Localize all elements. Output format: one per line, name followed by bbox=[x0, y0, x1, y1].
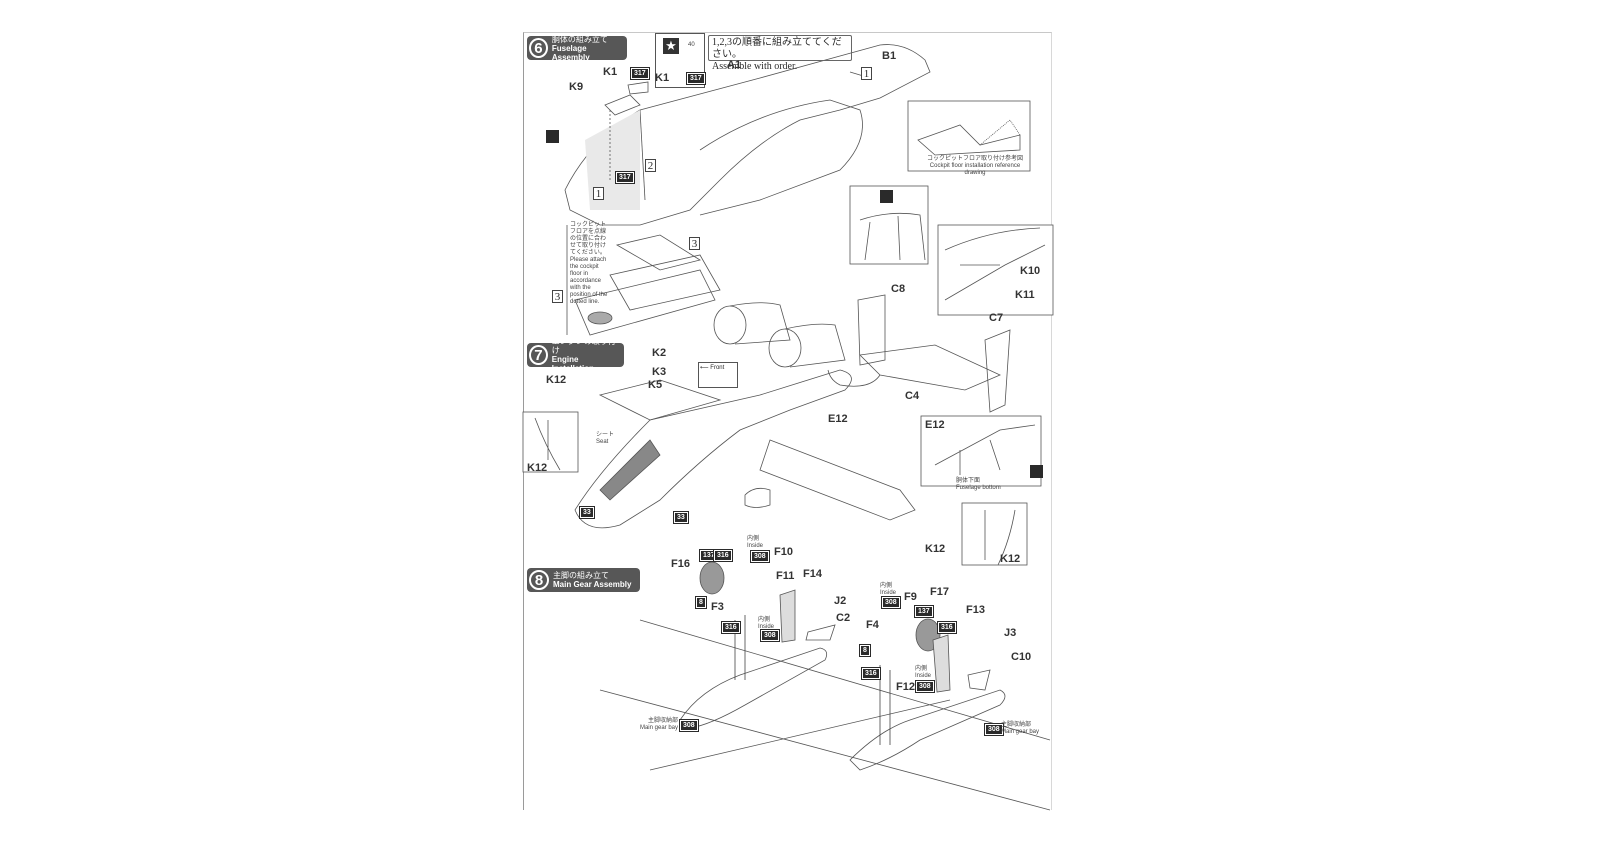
tail-drawing bbox=[827, 294, 1011, 413]
part-label-f9: F9 bbox=[904, 591, 917, 603]
color-code-316: 316 bbox=[713, 549, 733, 562]
color-code-308: 308 bbox=[984, 723, 1004, 736]
part-label-k1-inset: K1 bbox=[655, 72, 670, 84]
part-label-k3: K3 bbox=[652, 366, 667, 378]
part-label-c8: C8 bbox=[891, 283, 906, 295]
star-insignia-icon: ★ bbox=[663, 38, 679, 54]
part-label-k10: K10 bbox=[1020, 265, 1041, 277]
part-label-f14: F14 bbox=[803, 568, 822, 580]
part-label-k9: K9 bbox=[569, 81, 584, 93]
color-code-308: 308 bbox=[881, 596, 901, 609]
part-label-f3: F3 bbox=[711, 601, 724, 613]
color-code-8: 8 bbox=[695, 596, 707, 609]
color-code-317: 317 bbox=[686, 72, 706, 85]
part-label-f13: F13 bbox=[966, 604, 985, 616]
part-label-k5: K5 bbox=[648, 379, 663, 391]
paint-mask-icon bbox=[546, 130, 559, 143]
part-label-k12-c: K12 bbox=[925, 543, 946, 555]
color-code-316: 316 bbox=[861, 667, 881, 680]
engine-nacelles-drawing bbox=[713, 302, 846, 368]
color-code-316: 316 bbox=[937, 621, 957, 634]
color-code-317: 317 bbox=[615, 171, 635, 184]
part-label-f16: F16 bbox=[671, 558, 690, 570]
order-note-jp: 1,2,3の順番に組み立ててください。 bbox=[712, 37, 842, 60]
part-label-k12-d: K12 bbox=[1000, 553, 1021, 565]
sequence-mark-2: 2 bbox=[645, 159, 656, 172]
step-7-title-jp: エンジンの取り付け bbox=[551, 337, 616, 355]
decal-number: 40 bbox=[688, 42, 695, 48]
step-8-number: 8 bbox=[529, 570, 549, 590]
step-7-number: 7 bbox=[529, 345, 548, 365]
color-code-308: 308 bbox=[750, 550, 770, 563]
decal-stripe-icon bbox=[1030, 465, 1043, 478]
fuselage-drawing bbox=[564, 44, 931, 226]
step-6-title-jp: 胴体の組み立て bbox=[551, 34, 608, 44]
step-8-title-en: Main Gear Assembly bbox=[553, 580, 632, 589]
color-code-33: 33 bbox=[673, 511, 689, 524]
part-label-k2: K2 bbox=[652, 347, 667, 359]
part-label-e12: E12 bbox=[828, 413, 848, 425]
part-label-k12-b: K12 bbox=[527, 462, 548, 474]
color-code-316: 316 bbox=[721, 621, 741, 634]
part-label-k12-a: K12 bbox=[546, 374, 567, 386]
step-7-title-en: Engine Installation bbox=[551, 355, 594, 373]
part-label-f10: F10 bbox=[774, 546, 793, 558]
assembly-order-note: 1,2,3の順番に組み立ててください。 Assemble with order. bbox=[708, 35, 852, 72]
arrow-left-icon: ⟵ bbox=[700, 365, 709, 371]
part-label-k1: K1 bbox=[603, 66, 618, 78]
part-label-f11: F11 bbox=[776, 570, 795, 582]
part-label-c10: C10 bbox=[1011, 651, 1032, 663]
part-label-f12: F12 bbox=[896, 681, 915, 693]
part-label-j3: J3 bbox=[1004, 627, 1017, 639]
sequence-mark-3: 3 bbox=[689, 237, 700, 250]
cockpit-inset-caption: コックピットフロア取り付け参考図 Cockpit floor installat… bbox=[926, 156, 1023, 176]
part-label-k11: K11 bbox=[1015, 289, 1035, 301]
color-code-308: 308 bbox=[760, 629, 780, 642]
sequence-mark-1b: 1 bbox=[593, 187, 604, 200]
fuselage-bottom-label: 胴体下面 Fuselage bottom bbox=[956, 478, 1001, 491]
sequence-mark-3b: 3 bbox=[552, 290, 563, 303]
cockpit-floor-drawing bbox=[566, 225, 721, 336]
color-code-33: 33 bbox=[579, 506, 595, 519]
color-code-137: 137 bbox=[914, 605, 934, 618]
part-label-f4: F4 bbox=[866, 619, 879, 631]
seat-label: シート Seat bbox=[596, 432, 615, 445]
decal-stripe-icon bbox=[880, 190, 893, 203]
part-label-f17: F17 bbox=[930, 586, 949, 598]
color-code-8: 8 bbox=[859, 644, 871, 657]
front-label: Front bbox=[710, 365, 725, 371]
part-label-b1: B1 bbox=[882, 50, 897, 62]
sequence-mark-1: 1 bbox=[861, 67, 872, 80]
color-code-317: 317 bbox=[630, 67, 650, 80]
aircraft-body-drawing bbox=[574, 369, 916, 529]
part-label-j2: J2 bbox=[834, 595, 847, 607]
order-note-en: Assemble with order. bbox=[712, 61, 798, 72]
color-code-308: 308 bbox=[679, 719, 699, 732]
part-label-c2: C2 bbox=[836, 612, 851, 624]
landing-gear-bay-drawing bbox=[599, 561, 1051, 811]
cockpit-floor-note: コックピットフロアを点線の位置に合わせて取り付けてください。 Please at… bbox=[570, 222, 608, 305]
step-6-number: 6 bbox=[529, 38, 548, 58]
part-label-c4: C4 bbox=[905, 390, 920, 402]
front-direction-inset: ⟵ Front bbox=[698, 362, 738, 388]
part-label-c7: C7 bbox=[989, 312, 1004, 324]
part-label-e12-inset: E12 bbox=[925, 419, 945, 431]
part-label-a1: A1 bbox=[727, 59, 742, 71]
step-6-title-en: Fuselage Assembly bbox=[551, 43, 590, 62]
step-8-title-jp: 主脚の組み立て bbox=[553, 571, 609, 580]
color-code-308: 308 bbox=[915, 680, 935, 693]
